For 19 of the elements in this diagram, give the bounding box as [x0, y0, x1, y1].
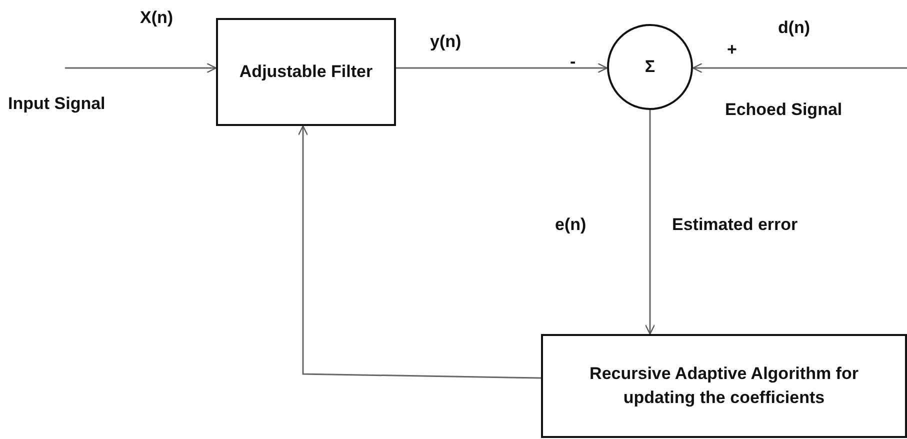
arrow: [65, 62, 217, 74]
signal-label: d(n): [778, 18, 810, 38]
arrow: [396, 62, 608, 74]
signal-label: e(n): [555, 215, 586, 235]
signal-label: Echoed Signal: [725, 100, 842, 120]
signal-label: Estimated error: [672, 215, 798, 235]
process-box: [541, 334, 907, 438]
signal-label: X(n): [140, 8, 174, 28]
arrow: [298, 125, 542, 379]
sign-label: -: [570, 52, 576, 72]
arrow: [692, 62, 907, 74]
arrow: [644, 110, 656, 335]
sign-label: +: [727, 40, 737, 60]
signal-label: y(n): [430, 32, 462, 52]
process-box: [216, 18, 396, 126]
signal-label: Input Signal: [8, 94, 106, 114]
sum-symbol: Σ: [644, 56, 656, 78]
box-label: Recursive Adaptive Algorithm for updating the coefficients: [588, 363, 860, 409]
box-label: Adjustable Filter: [239, 61, 373, 84]
